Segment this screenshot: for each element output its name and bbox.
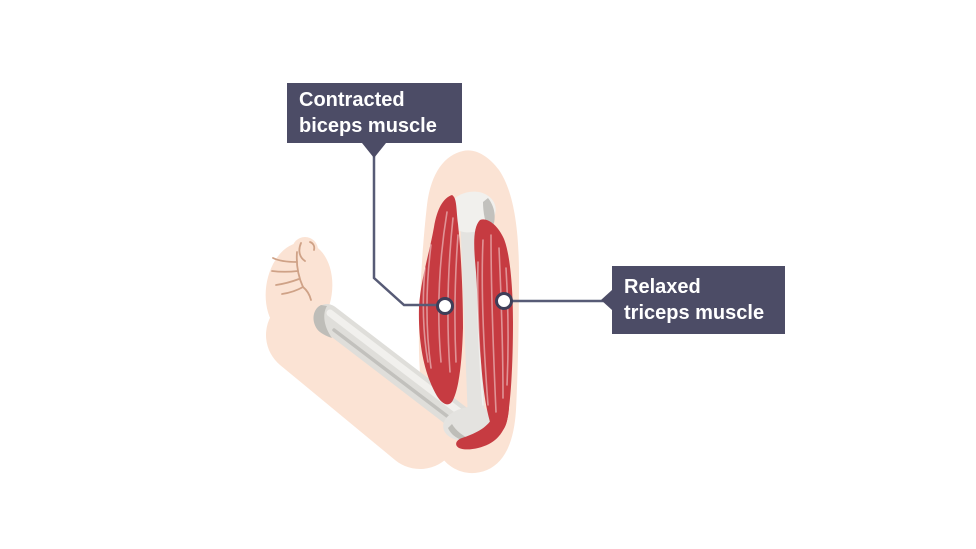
fist-crease-lines	[271, 241, 316, 301]
triceps-label-line1: Relaxed	[624, 276, 701, 298]
radius-ulna-band	[314, 304, 481, 438]
forearm-skin	[266, 296, 459, 469]
wrist-bone-end	[313, 305, 332, 338]
triceps-muscle	[456, 219, 513, 450]
biceps-connector-line	[372, 143, 437, 307]
triceps-label-pointer	[601, 290, 612, 310]
triceps-body	[474, 219, 513, 433]
triceps-label: Relaxed triceps muscle	[601, 266, 785, 334]
triceps-fiber-lines	[476, 234, 509, 413]
triceps-connector-dot	[495, 292, 513, 310]
callout-connectors	[372, 143, 613, 315]
biceps-label: Contracted biceps muscle	[287, 83, 462, 158]
biceps-label-line2: biceps muscle	[299, 115, 437, 137]
elbow-shadow	[448, 424, 473, 442]
biceps-connector-dot	[436, 297, 454, 315]
biceps-fiber-lines	[422, 211, 459, 373]
triceps-label-line2: triceps muscle	[624, 302, 765, 324]
bone-separation	[332, 328, 470, 434]
triceps-tendon-hook	[456, 404, 509, 450]
biceps-label-line1: Contracted	[299, 89, 405, 111]
biceps-label-pointer	[362, 143, 386, 158]
humerus-shaft	[460, 215, 485, 417]
